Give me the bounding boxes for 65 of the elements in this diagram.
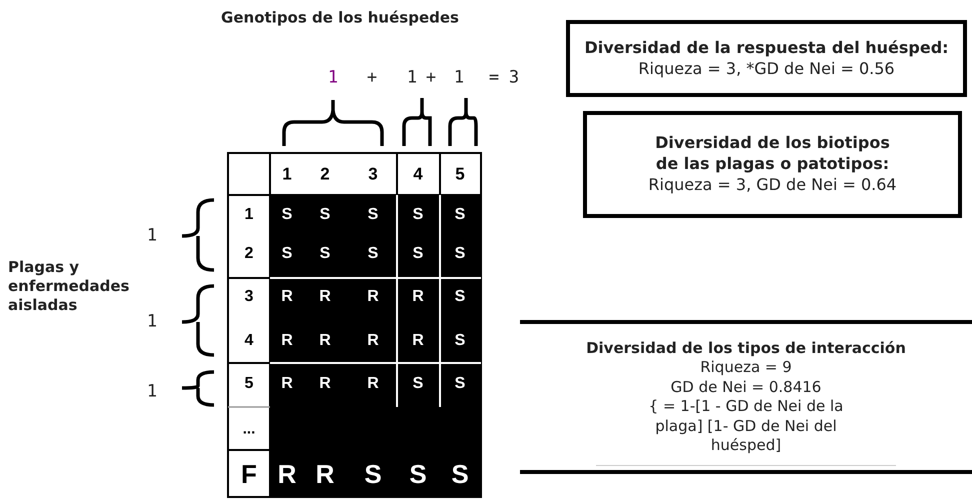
equation-term: 1: [328, 70, 338, 86]
group-count: 1: [146, 314, 158, 330]
row-heading: Plagas y enfermedades aisladas: [8, 258, 130, 314]
row-number: ...: [242, 422, 256, 436]
equation-term: =: [488, 70, 500, 86]
box-heading: Diversidad de los biotipos de las plagas o patotipos:: [654, 133, 891, 175]
resistance-score: S: [412, 207, 424, 223]
resistance-score: S: [282, 246, 292, 262]
resistance-score: S: [454, 246, 466, 262]
column-number: 2: [320, 166, 330, 182]
text-box: [583, 111, 962, 218]
row-number: F: [241, 461, 257, 487]
text-box: [566, 20, 967, 97]
equation-term: 1: [454, 70, 464, 86]
row-number: 4: [244, 333, 254, 349]
resistance-score: S: [451, 461, 469, 487]
resistance-score: R: [412, 333, 424, 349]
group-count: 1: [146, 228, 158, 244]
column-number: 4: [413, 166, 423, 182]
equation-term: +: [426, 70, 436, 86]
resistance-score: R: [278, 461, 296, 487]
resistance-score: S: [364, 461, 382, 487]
resistance-score: R: [281, 376, 293, 392]
resistance-score: S: [368, 246, 378, 262]
box-text: GD de Nei = 0.8416: [670, 378, 822, 397]
box-text: Riqueza = 9: [700, 358, 792, 378]
column-number: 3: [368, 166, 378, 182]
resistance-score: S: [454, 289, 466, 305]
resistance-score: R: [316, 461, 334, 487]
equation-term: +: [366, 70, 378, 86]
box-text: { = 1-[1 - GD de Nei de la plaga] [1- GD de Nei del huésped]: [648, 397, 844, 456]
resistance-score: R: [367, 376, 379, 392]
column-number: 5: [455, 166, 465, 182]
resistance-score: S: [320, 207, 330, 223]
row-number: 5: [244, 376, 254, 392]
equation-term: 3: [508, 70, 520, 86]
column-heading: Genotipos de los huéspedes: [221, 10, 459, 26]
resistance-score: S: [454, 207, 466, 223]
resistance-score: S: [409, 461, 427, 487]
resistance-score: S: [282, 207, 292, 223]
equation-term: 1: [406, 70, 418, 86]
resistance-score: R: [281, 289, 293, 305]
resistance-score: R: [319, 289, 331, 305]
resistance-score: S: [412, 246, 424, 262]
resistance-score: S: [454, 333, 466, 349]
box-text: Riqueza = 3, *GD de Nei = 0.56: [638, 58, 895, 80]
resistance-score: R: [367, 289, 379, 305]
resistance-score: R: [367, 333, 379, 349]
resistance-score: S: [454, 376, 466, 392]
row-number: 2: [244, 246, 254, 262]
box-heading: Diversidad de los tipos de interacción: [586, 338, 906, 358]
text-box: [520, 320, 972, 474]
resistance-score: S: [412, 376, 424, 392]
row-number: 3: [244, 289, 254, 305]
group-count: 1: [146, 384, 158, 400]
box-heading: Diversidad de la respuesta del huésped:: [584, 38, 949, 58]
row-number: 1: [244, 207, 254, 223]
resistance-score: R: [319, 333, 331, 349]
column-number: 1: [282, 166, 292, 182]
resistance-score: S: [320, 246, 330, 262]
resistance-score: R: [281, 333, 293, 349]
box-text: Riqueza = 3, GD de Nei = 0.64: [648, 174, 897, 196]
resistance-score: R: [412, 289, 424, 305]
resistance-score: R: [319, 376, 331, 392]
resistance-score: S: [368, 207, 378, 223]
